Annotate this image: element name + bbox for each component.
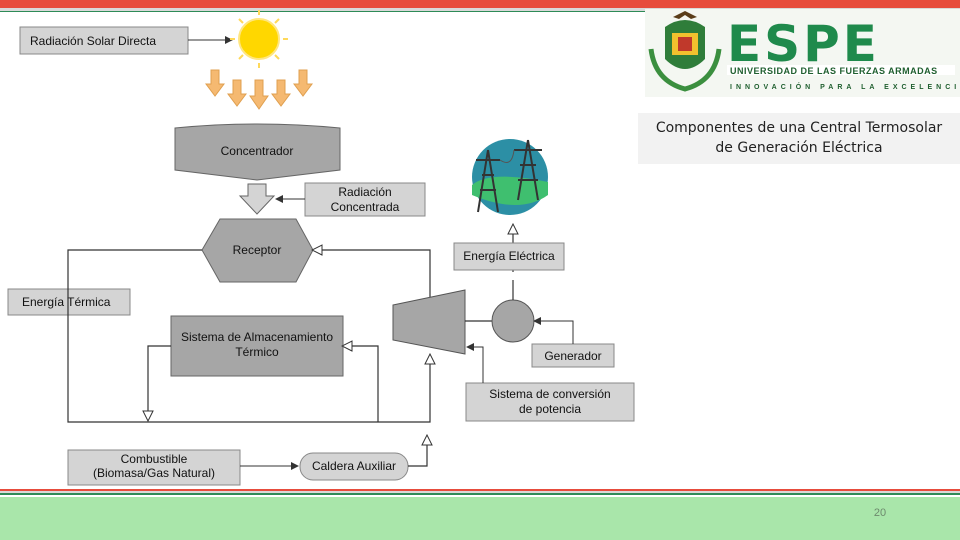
caption-line-2: de Generación Eléctrica [715, 140, 883, 156]
logo-subtitle: UNIVERSIDAD DE LAS FUERZAS ARMADAS [730, 66, 938, 76]
orange-arrow-icon [249, 79, 269, 110]
aux-boiler-label: Caldera Auxiliar [312, 459, 396, 473]
footer-bar [0, 499, 960, 540]
logo-tagline: INNOVACIÓN PARA LA EXCELENCIA [730, 82, 960, 91]
orange-arrow-icon [293, 69, 313, 97]
solar-radiation-label: Radiación Solar Directa [30, 34, 156, 48]
slide-caption: Componentes de una Central Termosolar de… [638, 113, 960, 164]
generator-circle [491, 299, 535, 343]
receptor-label: Receptor [233, 243, 282, 257]
concentrated-radiation-label-1: Radiación [338, 185, 391, 199]
radiation-arrows [205, 69, 313, 110]
orange-arrow-icon [271, 79, 291, 107]
thermal-storage-label-1: Sistema de Almacenamiento [181, 330, 333, 344]
top-gray-bar [0, 8, 960, 11]
power-conversion-label-1: Sistema de conversión [489, 387, 610, 401]
down-arrow-icon [238, 183, 276, 215]
espe-logo-graphic: ESPE UNIVERSIDAD DE LAS FUERZAS ARMADAS … [645, 9, 960, 97]
fuel-box [67, 449, 241, 486]
sun-icon [230, 10, 288, 68]
orange-arrow-icon [227, 79, 247, 107]
power-conversion-label-2: de potencia [519, 402, 581, 416]
top-red-bar [0, 0, 960, 8]
generator-label: Generador [544, 349, 601, 363]
solar-radiation-box [19, 26, 189, 55]
electric-energy-label: Energía Eléctrica [463, 249, 555, 263]
concentrator-shape [174, 123, 341, 181]
logo-wordmark: ESPE [727, 15, 880, 73]
power-conversion-box [465, 382, 635, 422]
electric-energy-box [453, 242, 565, 271]
thermal-energy-box [7, 288, 131, 316]
concentrator-label: Concentrador [221, 144, 294, 158]
power-tower-icon [472, 139, 548, 215]
page-number: 20 [873, 507, 887, 519]
concentrated-radiation-label-2: Concentrada [331, 200, 400, 214]
fuel-label-2: (Biomasa/Gas Natural) [93, 466, 215, 480]
thermal-storage-box [170, 315, 344, 377]
thermal-energy-label: Energía Térmica [22, 295, 111, 309]
top-green-line [0, 11, 960, 12]
orange-arrow-icon [205, 69, 225, 97]
condor-icon [673, 11, 697, 19]
bottom-stripes [0, 489, 960, 499]
fuel-label-1: Combustible [121, 452, 188, 466]
thermal-storage-label-2: Térmico [235, 345, 279, 359]
caption-line-1: Componentes de una Central Termosolar [655, 120, 943, 136]
turbine-shape [392, 289, 466, 355]
concentrated-radiation-box [304, 182, 426, 217]
espe-logo: ESPE UNIVERSIDAD DE LAS FUERZAS ARMADAS … [645, 9, 960, 97]
